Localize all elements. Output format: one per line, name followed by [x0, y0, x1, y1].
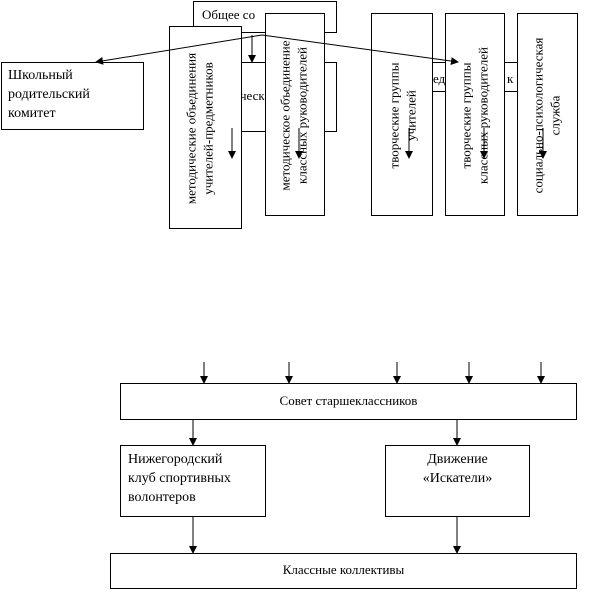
- parent-committee-box: [1, 62, 144, 130]
- sport-club-line-1: Нижегородский: [128, 452, 223, 467]
- hidden-council-label: ческ: [240, 88, 265, 103]
- senior-council-label: Совет старшеклассников: [279, 393, 418, 408]
- parent-committee-line-1: Школьный: [8, 68, 73, 83]
- seekers-line-2: «Искатели»: [422, 471, 493, 486]
- seekers-box: [385, 445, 530, 517]
- creative-teachers-box: [371, 13, 433, 216]
- arrow-to-creative-class: [261, 34, 459, 66]
- parent-committee-line-3: комитет: [8, 106, 56, 121]
- sport-club-line-2: клуб спортивных: [128, 471, 231, 486]
- seekers-line-1: Движение: [427, 452, 488, 467]
- creative-class-box: [445, 13, 505, 216]
- general-meeting-label: Общее со: [202, 7, 256, 22]
- parent-committee-line-2: родительский: [8, 87, 90, 102]
- hidden-ped-label-2: к: [507, 71, 514, 86]
- metod-class-box: [265, 13, 325, 216]
- sport-club-box: [120, 445, 266, 517]
- metod-teachers-box: [169, 26, 242, 229]
- class-collectives-box: [110, 553, 577, 589]
- class-collectives-label: Классные коллективы: [282, 562, 405, 577]
- sport-club-line-3: волонтеров: [128, 490, 196, 505]
- social-service-box: [517, 13, 578, 216]
- arrow-to-parent-committee: [95, 34, 263, 65]
- senior-council-box: [120, 383, 577, 420]
